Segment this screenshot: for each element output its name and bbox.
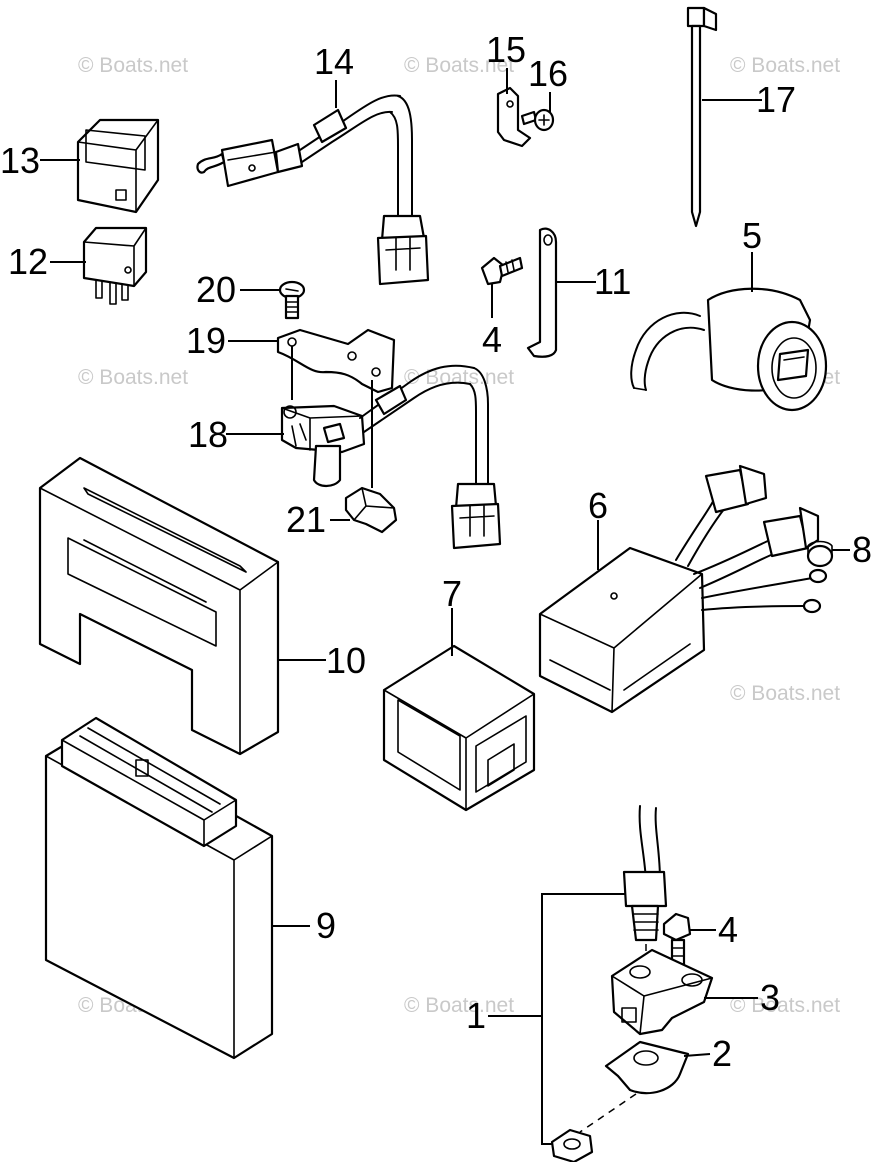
part-1-sensor[interactable] [622, 805, 668, 1000]
watermark: © Boats.net [730, 54, 840, 77]
part-15-bracket[interactable] [496, 86, 532, 148]
part-17-cable-tie[interactable] [686, 6, 718, 228]
callout-11: 11 [594, 261, 631, 302]
part-10-cover[interactable] [38, 456, 280, 756]
callout-4-upper: 4 [482, 319, 502, 360]
watermark: © Boats.net [78, 366, 188, 389]
part-18-switch[interactable] [280, 404, 366, 488]
callouts: 13 12 14 15 16 17 5 20 4 11 19 18 21 6 8… [0, 29, 872, 1074]
watermark: © Boats.net [730, 994, 840, 1017]
callout-7: 7 [442, 573, 462, 614]
callout-9: 9 [316, 905, 336, 946]
callout-2: 2 [712, 1033, 732, 1074]
leader-lines [40, 68, 850, 1145]
callout-1: 1 [466, 995, 486, 1036]
part-13-relay[interactable] [76, 118, 160, 214]
callout-18: 18 [188, 414, 228, 455]
watermark: © Boats.net [78, 54, 188, 77]
callout-14: 14 [314, 41, 354, 82]
part-3-bracket[interactable] [610, 948, 714, 1036]
part-2-cover[interactable] [579, 1040, 690, 1133]
callout-17: 17 [756, 79, 796, 120]
callout-3: 3 [760, 977, 780, 1018]
callout-10: 10 [326, 640, 366, 681]
callout-15: 15 [486, 29, 526, 70]
part-20-screw[interactable] [278, 280, 306, 320]
part-14-switch-harness[interactable] [196, 94, 430, 286]
callout-21: 21 [286, 499, 326, 540]
part-18-harness[interactable] [359, 364, 502, 550]
callout-13: 13 [0, 140, 40, 181]
part-9-control-unit[interactable] [44, 716, 274, 1060]
callout-19: 19 [186, 320, 226, 361]
part-12-relay[interactable] [82, 226, 148, 305]
callout-12: 12 [8, 241, 48, 282]
part-16-screw[interactable] [520, 108, 555, 132]
part-11-ground-strap[interactable] [526, 227, 558, 358]
part-8-cap[interactable] [806, 540, 834, 568]
callout-6: 6 [588, 485, 608, 526]
watermark: © Boats.net [404, 54, 514, 77]
callout-8: 8 [852, 529, 872, 570]
watermark: © Boats.net [730, 682, 840, 705]
part-7-box[interactable] [382, 644, 536, 812]
part-21-clip[interactable] [344, 486, 398, 534]
callout-4-lower: 4 [718, 909, 738, 950]
callout-20: 20 [196, 269, 236, 310]
part-1-nut[interactable] [550, 1128, 594, 1162]
part-6-module[interactable] [538, 464, 828, 714]
part-4-bolt-upper[interactable] [480, 256, 524, 286]
part-5-switch[interactable] [630, 287, 828, 412]
part-19-plate[interactable] [276, 328, 396, 394]
callout-16: 16 [528, 53, 568, 94]
watermark: © Boats.net [404, 366, 514, 389]
callout-5: 5 [742, 215, 762, 256]
watermark: © Boats.net [404, 994, 514, 1017]
